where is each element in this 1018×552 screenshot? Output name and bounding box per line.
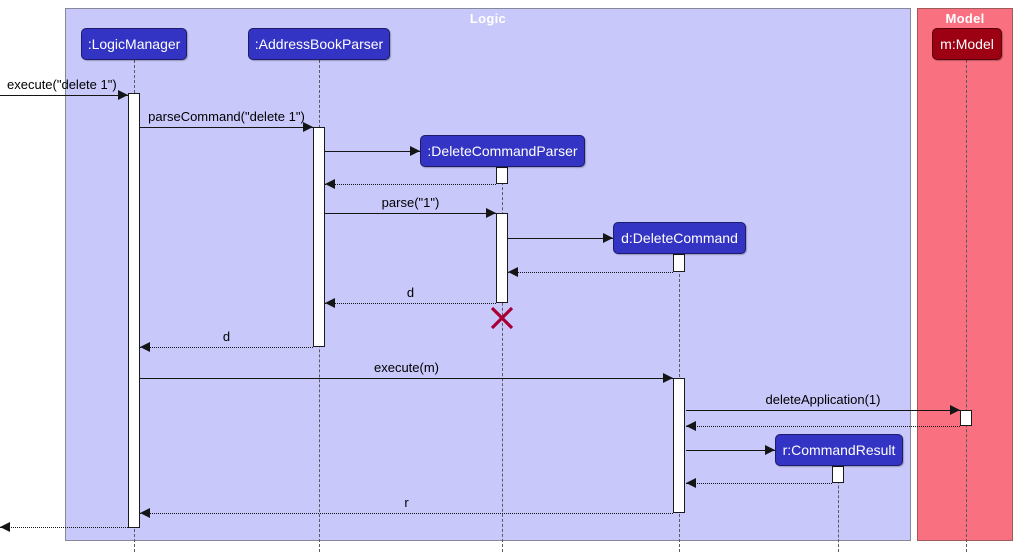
activation-addressbookparser: [313, 127, 325, 347]
activation-model: [960, 410, 972, 426]
participant-deletecommandparser: :DeleteCommandParser: [420, 135, 585, 167]
message-line-create-deletecommand: [508, 238, 613, 239]
message-label-execute-m: execute(m): [373, 360, 440, 375]
participant-deletecommand-label: d:DeleteCommand: [621, 230, 738, 246]
arrowhead-icon: [508, 267, 518, 277]
participant-model: m:Model: [932, 28, 1002, 60]
message-line-deleteapplication: [686, 410, 960, 411]
activation-commandresult-create: [832, 466, 844, 483]
message-line-create-commandresult: [686, 450, 775, 451]
participant-commandresult-label: r:CommandResult: [782, 442, 896, 458]
message-line-return-commandresult: [686, 483, 832, 484]
arrowhead-icon: [410, 146, 420, 156]
message-line-execute: [0, 95, 128, 96]
participant-model-label: m:Model: [940, 36, 994, 52]
arrowhead-icon: [325, 179, 335, 189]
participant-addressbookparser-label: :AddressBookParser: [254, 36, 384, 52]
lifeline-commandresult: [838, 466, 839, 552]
message-label-d1: d: [406, 285, 415, 300]
frame-logic-title: Logic: [469, 11, 507, 26]
arrowhead-icon: [686, 421, 696, 431]
message-line-parse: [325, 213, 496, 214]
activation-deletecommandparser-create: [496, 167, 508, 184]
destroy-x-icon: [490, 306, 514, 330]
participant-logicmanager: :LogicManager: [81, 28, 187, 60]
activation-deletecommand-create: [673, 254, 685, 272]
message-line-execute-m: [140, 378, 673, 379]
participant-logicmanager-label: :LogicManager: [87, 36, 181, 52]
frame-model: Model: [917, 8, 1013, 541]
message-label-parsecommand: parseCommand("delete 1"): [148, 109, 305, 124]
message-label-deleteapplication: deleteApplication(1): [765, 392, 881, 407]
arrowhead-icon: [950, 405, 960, 415]
message-line-return-model: [686, 426, 960, 427]
arrowhead-icon: [663, 373, 673, 383]
arrowhead-icon: [603, 233, 613, 243]
participant-deletecommandparser-label: :DeleteCommandParser: [427, 143, 578, 159]
message-line-return-deletecommand: [508, 272, 673, 273]
arrowhead-icon: [0, 522, 10, 532]
frame-model-title: Model: [945, 11, 985, 26]
arrowhead-icon: [765, 445, 775, 455]
message-line-create-deletecommandparser: [325, 151, 420, 152]
arrowhead-icon: [140, 508, 150, 518]
arrowhead-icon: [325, 298, 335, 308]
message-line-return-d2: [140, 347, 313, 348]
activation-logicmanager: [128, 93, 140, 528]
arrowhead-icon: [486, 208, 496, 218]
message-line-parsecommand: [140, 127, 313, 128]
activation-deletecommand-execute: [673, 378, 685, 513]
message-label-execute: execute("delete 1"): [7, 77, 117, 92]
message-line-return-d1: [325, 303, 496, 304]
message-label-parse: parse("1"): [381, 195, 440, 210]
participant-deletecommand: d:DeleteCommand: [613, 222, 746, 254]
message-line-final-return: [0, 527, 128, 528]
activation-deletecommandparser-parse: [496, 213, 508, 303]
arrowhead-icon: [303, 122, 313, 132]
message-label-r: r: [404, 495, 409, 510]
lifeline-deletecommandparser: [502, 167, 503, 552]
arrowhead-icon: [140, 342, 150, 352]
participant-addressbookparser: :AddressBookParser: [248, 28, 390, 60]
message-label-d2: d: [222, 329, 231, 344]
message-line-return-create: [325, 184, 496, 185]
message-line-return-r: [140, 513, 673, 514]
arrowhead-icon: [686, 478, 696, 488]
arrowhead-icon: [118, 90, 128, 100]
participant-commandresult: r:CommandResult: [775, 434, 903, 466]
lifeline-model: [966, 60, 967, 552]
